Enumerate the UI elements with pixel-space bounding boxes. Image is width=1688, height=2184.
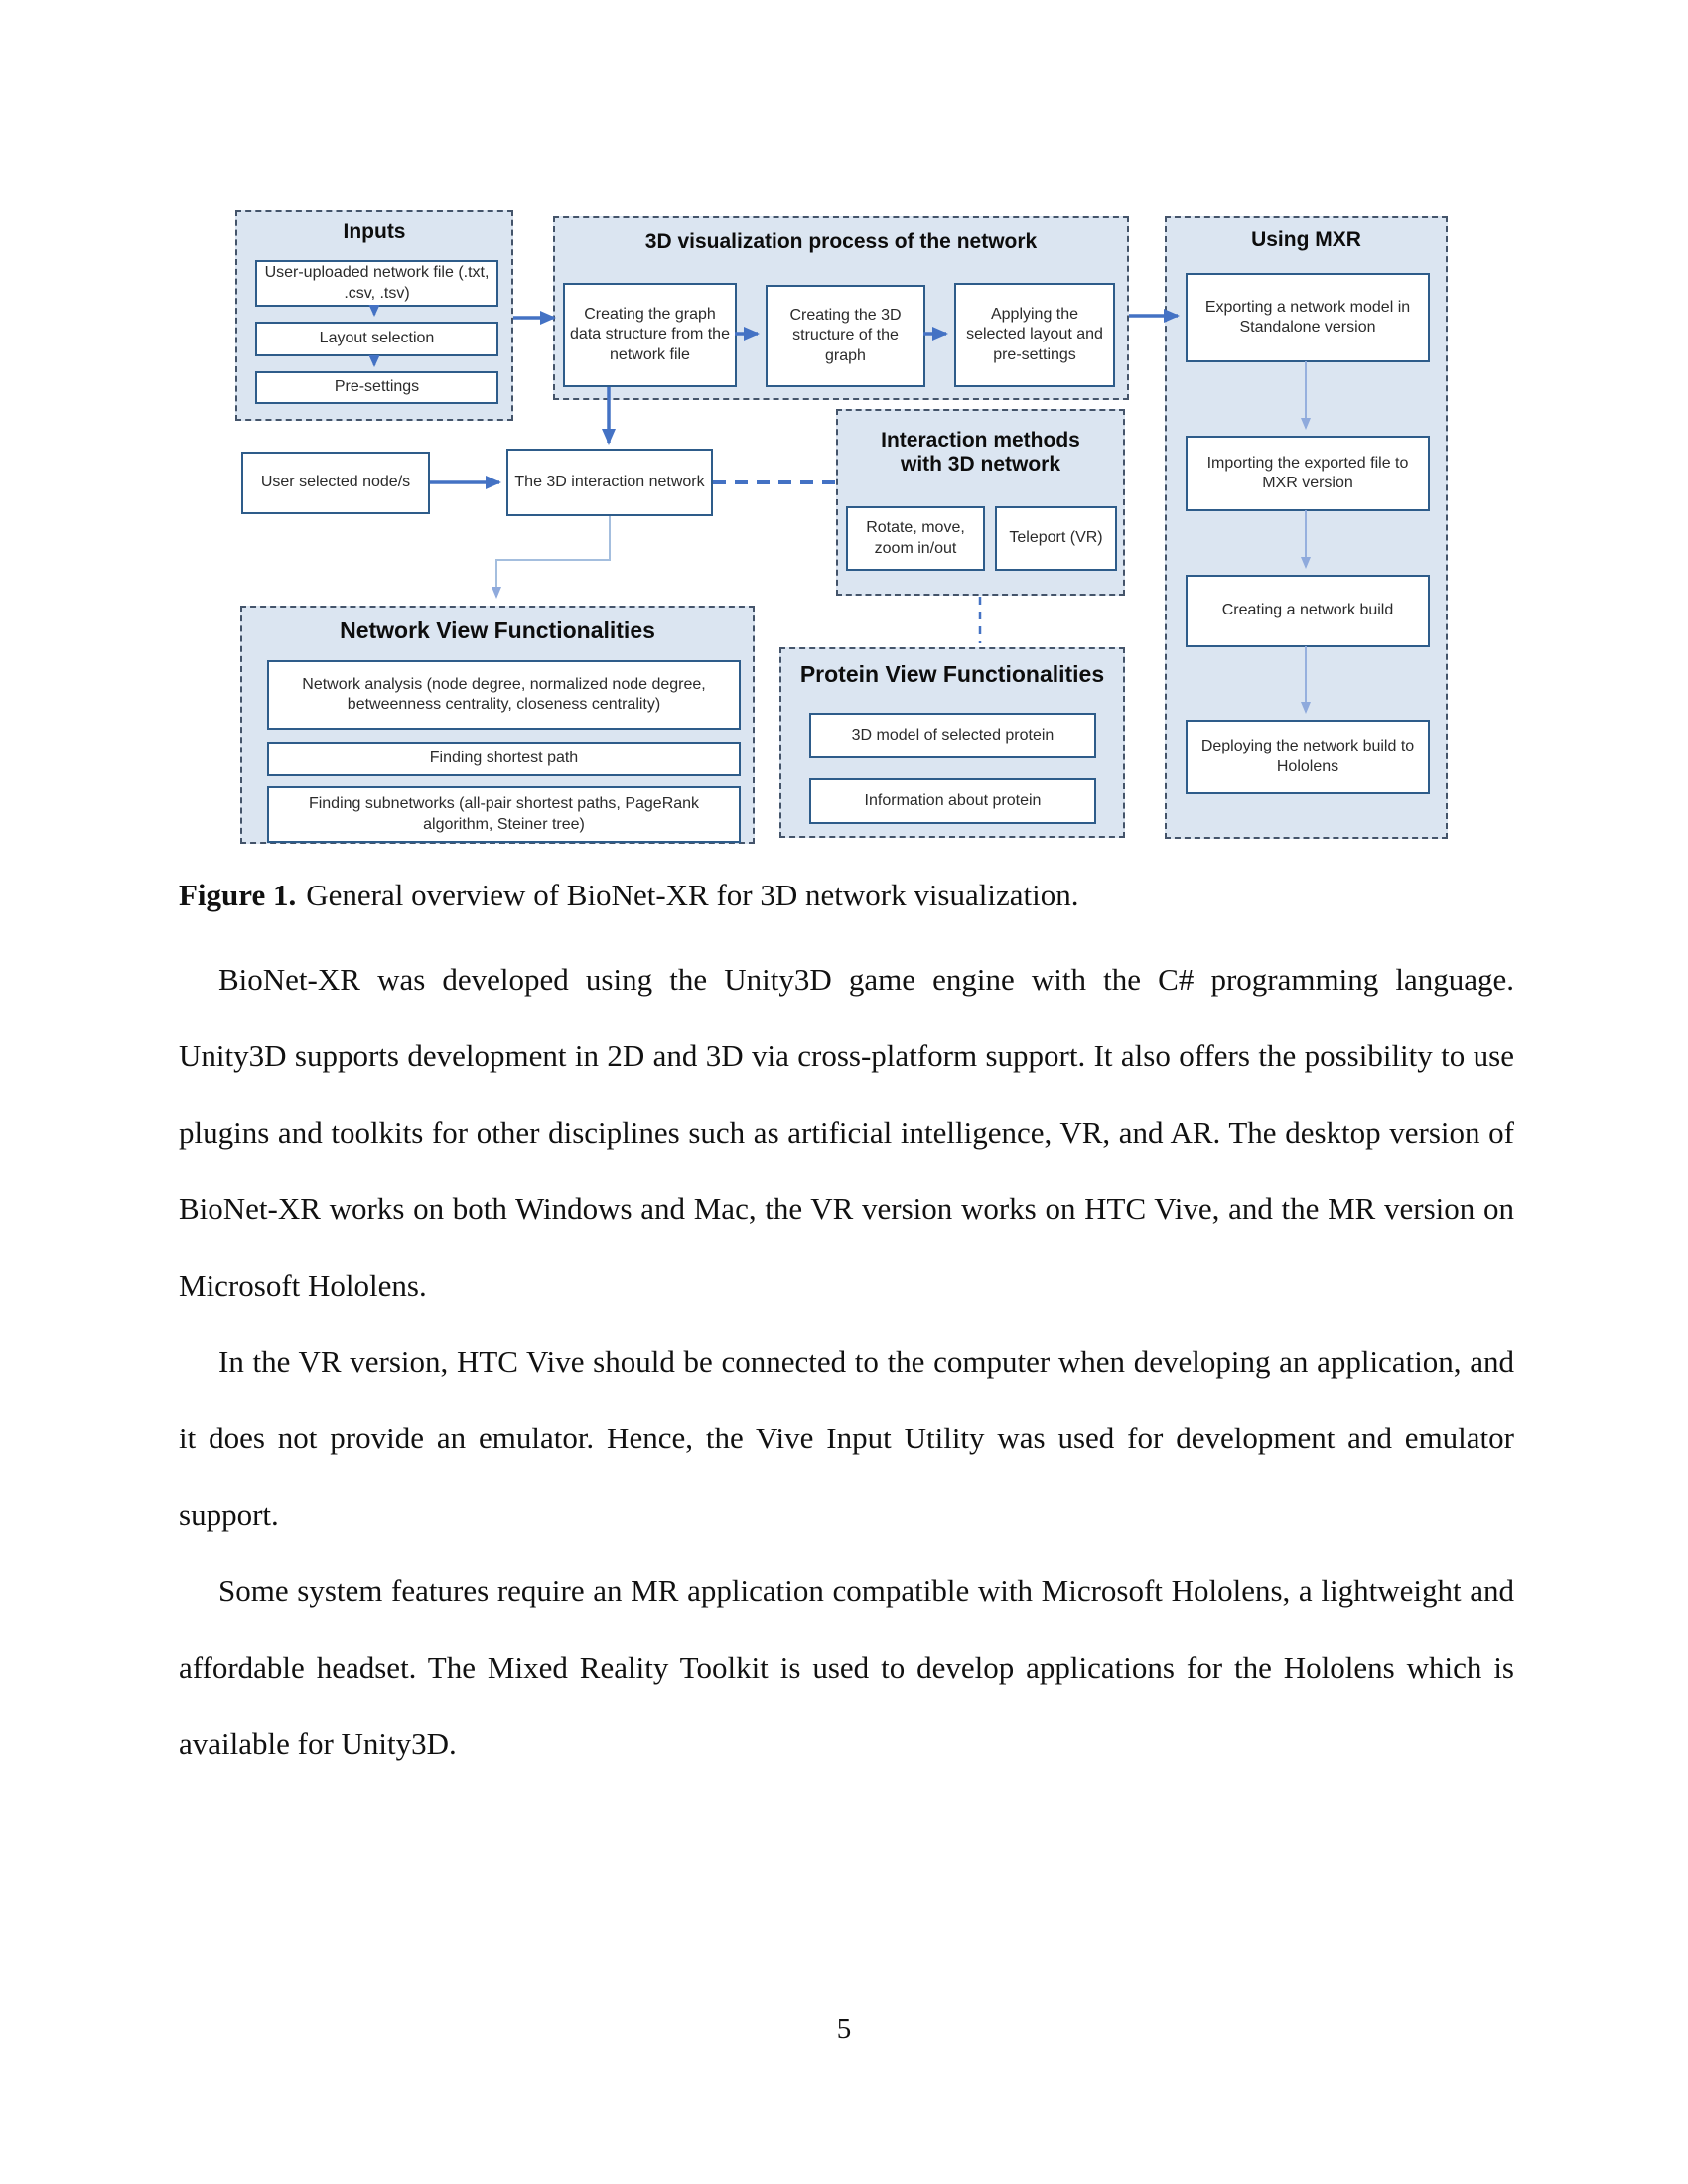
paragraph-2: In the VR version, HTC Vive should be co… [179,1344,1514,1532]
group-visualization-process: 3D visualization process of the network … [553,216,1129,400]
box-creating-graph-data: Creating the graph data structure from t… [563,283,737,387]
box-pre-settings: Pre-settings [255,371,498,404]
group-network-view-title: Network View Functionalities [340,617,655,643]
body-text: BioNet-XR was developed using the Unity3… [179,941,1514,1782]
box-rotate-move-zoom: Rotate, move, zoom in/out [846,506,985,571]
group-interaction-methods: Interaction methods with 3D network Rota… [836,409,1125,596]
box-exporting-network-model: Exporting a network model in Standalone … [1186,273,1430,362]
figure-caption: Figure 1. General overview of BioNet-XR f… [179,878,1514,913]
group-mxr-title: Using MXR [1251,228,1361,251]
group-interaction-title: Interaction methods with 3D network [881,429,1080,477]
box-applying-layout: Applying the selected layout and pre-set… [954,283,1115,387]
group-inputs-title: Inputs [343,220,406,243]
figure-caption-text: General overview of BioNet-XR for 3D net… [306,878,1079,912]
box-network-analysis: Network analysis (node degree, normalize… [267,660,741,730]
page-number: 5 [836,2013,852,2045]
box-creating-3d-structure: Creating the 3D structure of the graph [766,285,925,387]
box-finding-shortest-path: Finding shortest path [267,742,741,776]
box-layout-selection: Layout selection [255,322,498,356]
group-inputs: Inputs User-uploaded network file (.txt,… [235,210,513,421]
group-using-mxr: Using MXR Exporting a network model in S… [1165,216,1448,839]
figure-caption-label: Figure 1. [179,878,297,912]
box-3d-model-protein: 3D model of selected protein [809,713,1096,758]
figure-1-diagram: Inputs User-uploaded network file (.txt,… [0,0,1688,874]
elbow-network-to-networkview [492,516,611,599]
group-protein-view-title: Protein View Functionalities [799,661,1105,687]
box-finding-subnetworks: Finding subnetworks (all-pair shortest p… [267,786,741,843]
box-deploying-to-hololens: Deploying the network build to Hololens [1186,720,1430,794]
box-importing-exported-file: Importing the exported file to MXR versi… [1186,436,1430,511]
group-protein-view: Protein View Functionalities 3D model of… [779,647,1125,838]
box-protein-information: Information about protein [809,778,1096,824]
paragraph-3: Some system features require an MR appli… [179,1573,1514,1761]
group-network-view: Network View Functionalities Network ana… [240,606,755,844]
box-creating-network-build: Creating a network build [1186,575,1430,647]
group-visualization-title: 3D visualization process of the network [644,230,1038,253]
paragraph-1: BioNet-XR was developed using the Unity3… [179,962,1514,1302]
box-teleport-vr: Teleport (VR) [995,506,1117,571]
box-user-selected-nodes: User selected node/s [241,452,430,514]
box-user-uploaded-file: User-uploaded network file (.txt, .csv, … [255,260,498,307]
box-3d-interaction-network: The 3D interaction network [506,449,713,516]
